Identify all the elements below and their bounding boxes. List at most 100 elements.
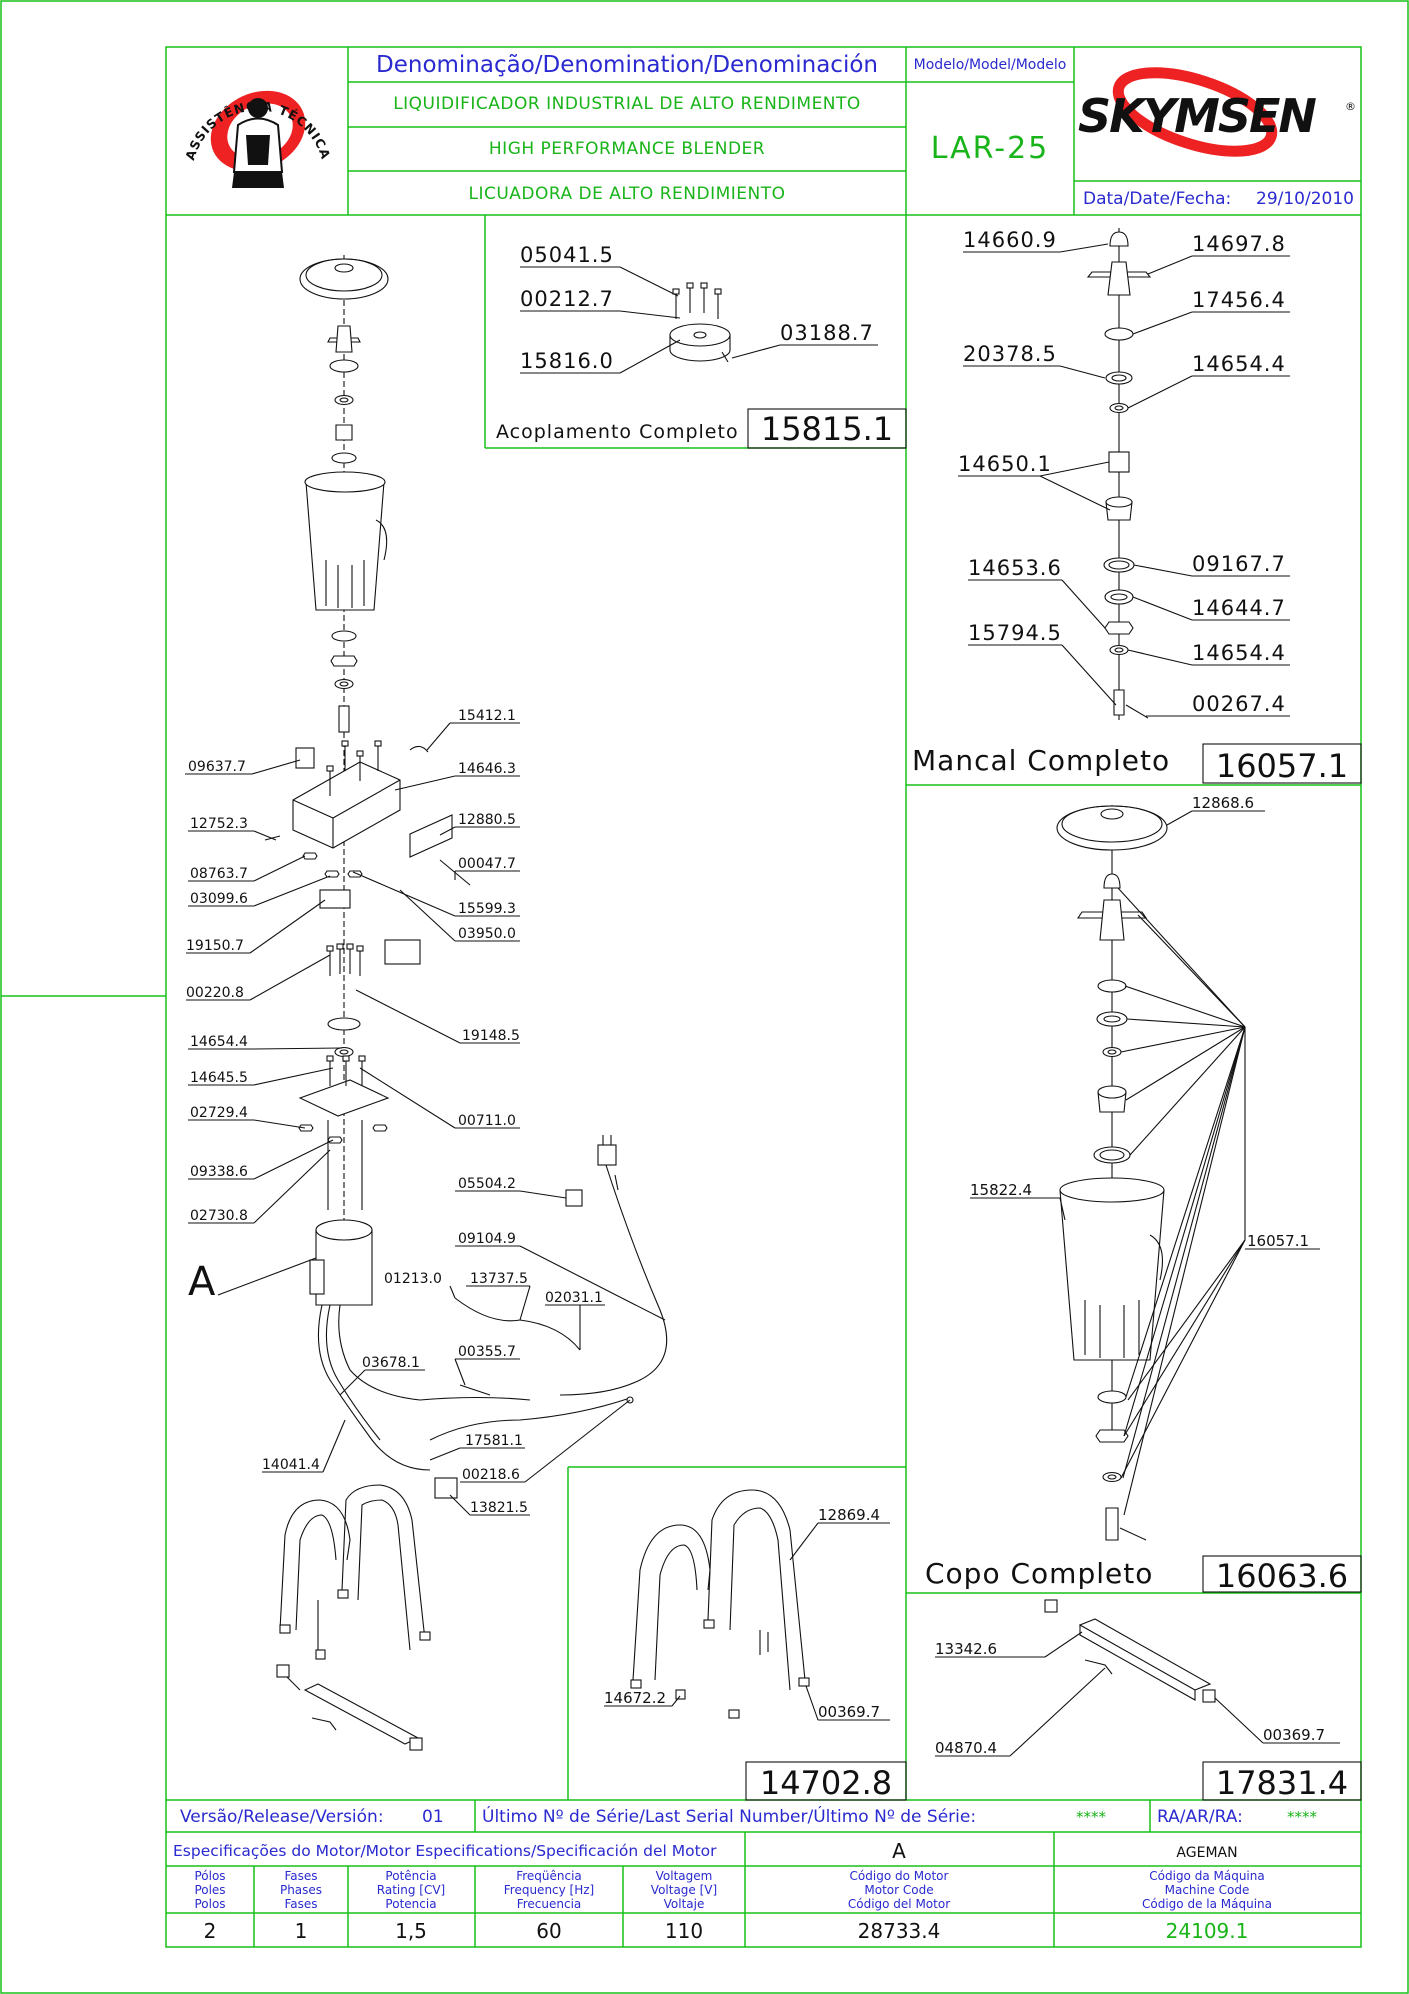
serial-label: Último Nº de Série/Last Serial Number/Úl…	[482, 1805, 976, 1827]
stand-code: 14702.8	[760, 1764, 892, 1802]
part-label: 00267.4	[1192, 692, 1286, 716]
part-label: 02031.1	[545, 1290, 603, 1306]
motor-spec-columns: Pólos Poles Polos 2 Fases Phases Fases 1…	[194, 1869, 1272, 1943]
skymsen-logo: SKYMSEN ®	[1078, 67, 1356, 157]
part-label: 00212.7	[520, 287, 614, 311]
date-label: Data/Date/Fecha:	[1083, 189, 1231, 209]
date-value: 29/10/2010	[1256, 189, 1354, 209]
part-label: 09104.9	[458, 1231, 516, 1247]
rating-value: 1,5	[395, 1919, 427, 1943]
part-label: 17581.1	[465, 1433, 523, 1449]
part-label: 00711.0	[458, 1113, 516, 1129]
svg-text:Potencia: Potencia	[385, 1897, 436, 1911]
leader-lines	[185, 243, 1340, 1757]
part-label: 14672.2	[604, 1689, 666, 1707]
part-label: 15794.5	[968, 621, 1062, 645]
part-label: 03678.1	[362, 1355, 420, 1371]
svg-text:Voltage [V]: Voltage [V]	[651, 1883, 717, 1897]
svg-text:Voltaje: Voltaje	[664, 1897, 705, 1911]
svg-text:Freqüência: Freqüência	[516, 1869, 582, 1883]
part-label: 00047.7	[458, 856, 516, 872]
model-label: Modelo/Model/Modelo	[914, 57, 1067, 73]
cup-title: Copo Completo	[925, 1557, 1153, 1590]
part-label: 01213.0	[384, 1271, 442, 1287]
svg-text:Machine Code: Machine Code	[1165, 1883, 1250, 1897]
svg-text:Poles: Poles	[194, 1883, 225, 1897]
svg-text:Código de la Máquina: Código de la Máquina	[1142, 1897, 1272, 1911]
part-label: 02729.4	[190, 1105, 248, 1121]
svg-text:Código del Motor: Código del Motor	[848, 1897, 950, 1911]
part-label: 14650.1	[958, 452, 1052, 476]
part-label: 03188.7	[780, 321, 874, 345]
part-label: 14645.5	[190, 1070, 248, 1086]
product-name-en: HIGH PERFORMANCE BLENDER	[489, 139, 765, 159]
product-name-pt: LIQUIDIFICADOR INDUSTRIAL DE ALTO RENDIM…	[393, 94, 861, 114]
brand-logo-text: SKYMSEN	[1078, 89, 1316, 143]
poles-value: 2	[204, 1919, 217, 1943]
base-drawing	[1044, 1599, 1216, 1703]
coupling-code: 15815.1	[761, 410, 893, 448]
coupling-drawing	[669, 282, 731, 363]
part-label: 09637.7	[188, 759, 246, 775]
motor-callout-letter: A	[188, 1259, 216, 1305]
release-label: Versão/Release/Versión:	[180, 1807, 384, 1827]
part-label: 14653.6	[968, 556, 1062, 580]
denomination-label: Denominação/Denomination/Denominación	[376, 52, 878, 78]
base-code: 17831.4	[1216, 1764, 1348, 1802]
part-label: 14646.3	[458, 761, 516, 777]
frequency-value: 60	[536, 1919, 561, 1943]
stand-drawing	[630, 1489, 810, 1719]
part-label: 19150.7	[186, 938, 244, 954]
motor-letter: A	[892, 1839, 906, 1863]
part-label: 12880.5	[458, 812, 516, 828]
svg-text:®: ®	[1345, 100, 1356, 113]
bearing-title: Mancal Completo	[912, 744, 1170, 777]
part-label: 14660.9	[963, 228, 1057, 252]
part-label: 15822.4	[970, 1181, 1032, 1199]
part-label: 09338.6	[190, 1164, 248, 1180]
part-label: 08763.7	[190, 866, 248, 882]
part-label: 14041.4	[262, 1457, 320, 1473]
part-label: 19148.5	[462, 1028, 520, 1044]
machine-code-value: 24109.1	[1166, 1919, 1249, 1943]
part-label: 00369.7	[818, 1703, 880, 1721]
svg-text:Rating [CV]: Rating [CV]	[377, 1883, 445, 1897]
main-exploded-drawing	[264, 255, 668, 1751]
part-label: 14654.4	[1192, 352, 1286, 376]
cup-code: 16063.6	[1216, 1557, 1348, 1595]
cup-assembly-drawing	[1056, 805, 1246, 1541]
part-label: 13821.5	[470, 1500, 528, 1516]
part-label: 03950.0	[458, 926, 516, 942]
part-label: 00220.8	[186, 985, 244, 1001]
svg-text:Polos: Polos	[194, 1897, 225, 1911]
part-label: 13737.5	[470, 1271, 528, 1287]
release-value: 01	[422, 1807, 444, 1827]
part-label: 15816.0	[520, 349, 614, 373]
part-label: 04870.4	[935, 1739, 997, 1757]
part-label: 20378.5	[963, 342, 1057, 366]
model-code: LAR-25	[931, 131, 1050, 166]
part-label: 14654.4	[190, 1034, 248, 1050]
svg-text:Frecuencia: Frecuencia	[517, 1897, 582, 1911]
ra-value: ****	[1287, 1808, 1318, 1826]
svg-text:Código da Máquina: Código da Máquina	[1149, 1869, 1264, 1883]
part-label: 05041.5	[520, 243, 614, 267]
motor-spec-label: Especificações do Motor/Motor Especifica…	[173, 1842, 717, 1860]
motor-maker: AGEMAN	[1176, 1845, 1237, 1861]
part-label: 00218.6	[462, 1467, 520, 1483]
authorized-service-badge: ASSISTÊNCIA TÉCNICA AUTORIZADA	[0, 0, 334, 188]
svg-text:Phases: Phases	[280, 1883, 322, 1897]
ra-label: RA/AR/RA:	[1157, 1807, 1243, 1827]
part-label: 13342.6	[935, 1640, 997, 1658]
svg-text:Fases: Fases	[284, 1897, 317, 1911]
sheet-frame	[165, 46, 1362, 1948]
svg-text:Potência: Potência	[385, 1869, 436, 1883]
part-label: 12752.3	[190, 816, 248, 832]
coupling-title: Acoplamento Completo	[496, 421, 739, 443]
part-label: 14644.7	[1192, 596, 1286, 620]
part-label: 16057.1	[1247, 1232, 1309, 1250]
part-label: 15412.1	[458, 708, 516, 724]
svg-text:Pólos: Pólos	[194, 1869, 225, 1883]
